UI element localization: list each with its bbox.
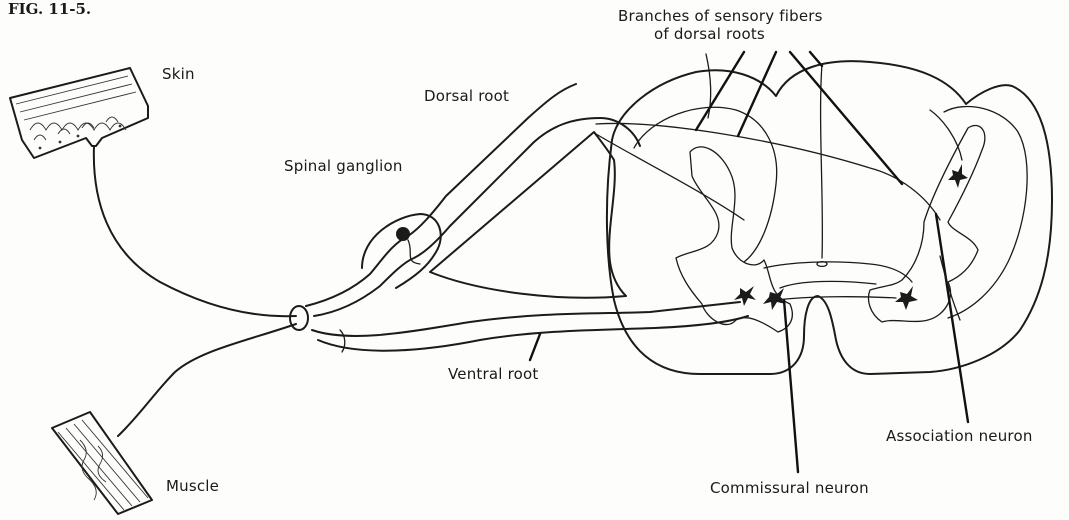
motor-nerve-fiber xyxy=(118,324,296,436)
gray-matter-right xyxy=(869,125,985,322)
ventral-root xyxy=(312,302,740,336)
commissural-neuron-leader xyxy=(784,300,798,472)
dorsal-roots-label: of dorsal roots xyxy=(654,26,765,43)
commissure xyxy=(764,262,912,282)
dorsal-root-label: Dorsal root xyxy=(424,88,509,105)
association-neuron-label: Association neuron xyxy=(886,428,1033,445)
ventral-root-label: Ventral root xyxy=(448,366,538,383)
branches-label: Branches of sensory fibers xyxy=(618,8,823,25)
ventral-root-leader xyxy=(530,334,540,360)
commissural-neuron-label: Commissural neuron xyxy=(710,480,869,497)
spinal-nerve-end xyxy=(290,306,308,330)
dorsal-root xyxy=(306,84,576,306)
association-neuron-body xyxy=(895,164,968,310)
spinal-ganglion xyxy=(362,214,441,288)
figure-caption-fragment: FIG. 11-5. xyxy=(8,0,91,18)
muscle-illustration xyxy=(52,412,152,514)
skin-illustration xyxy=(10,68,148,158)
muscle-label: Muscle xyxy=(166,478,219,495)
spinal-ganglion-label: Spinal ganglion xyxy=(284,158,403,175)
median-septum xyxy=(821,64,823,258)
ganglion-cell-body xyxy=(396,227,410,241)
skin-label: Skin xyxy=(162,66,195,83)
right-dorsal-column xyxy=(944,106,1027,318)
sensory-nerve-fiber xyxy=(94,146,296,316)
left-dorsal-column xyxy=(634,107,777,262)
association-neuron-leader xyxy=(936,214,968,422)
